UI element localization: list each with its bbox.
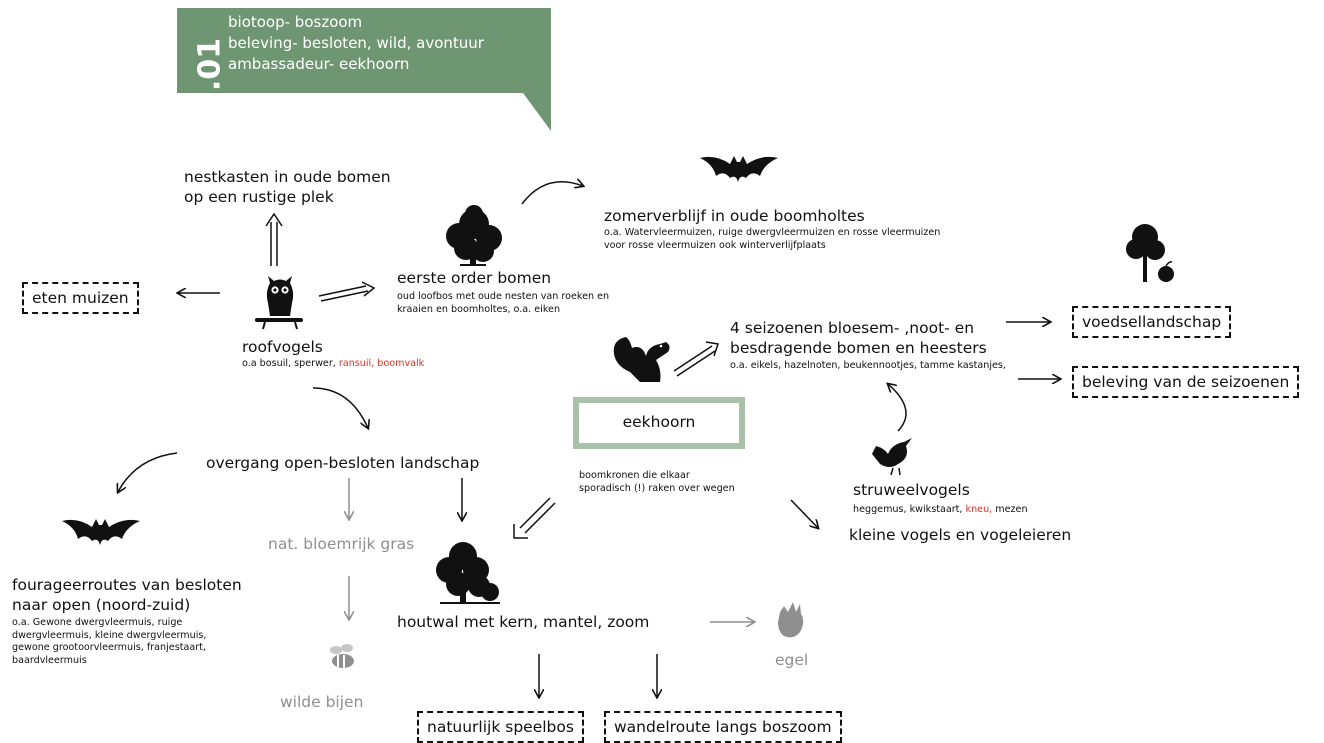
fourage-sub1: o.a. Gewone dwergvleermuis, ruige: [12, 617, 183, 628]
zomer-sub: o.a. Watervleermuizen, ruige dwergvleerm…: [604, 227, 940, 252]
seizoenen-line1: 4 seizoenen bloesem- ,noot- en: [730, 319, 975, 337]
squirrel-icon: [613, 337, 670, 382]
banner-number: .01: [192, 37, 228, 92]
struweelvogels-species-red: kneu,: [965, 504, 993, 515]
houtwal-tree-icon: [436, 542, 500, 604]
arrow-to-kleine-vogels: [790, 499, 818, 528]
fruit-tree-icon: [1126, 224, 1174, 282]
hedgehog-icon: [778, 602, 804, 638]
arrow-to-overgang: [312, 387, 368, 428]
zomer-sub2: voor rosse vleermuizen ook winterverlijf…: [604, 239, 826, 251]
arrowhead-houtwal: [513, 524, 528, 539]
fourage-sub4: baardvleermuis: [12, 654, 87, 666]
arrowhead-eerste-order: [361, 281, 376, 297]
roofvogels-species: o.a bosuil, sperwer, ransuil, boomvalk: [242, 358, 424, 371]
arrow-to-zomerverblijf: [521, 182, 583, 205]
nestkasten-line2: op een rustige plek: [184, 188, 334, 206]
struweelvogels-species-black: heggemus, kwikstaart,: [853, 504, 966, 515]
nestkasten-label: nestkasten in oude bomen op een rustige …: [184, 167, 391, 207]
tree-icon: [446, 205, 502, 266]
struweelvogels-title: struweelvogels: [853, 481, 970, 499]
egel-label: egel: [775, 651, 809, 669]
bird-icon: [872, 438, 912, 476]
zomer-title: zomerverblijf in oude boomholtes: [604, 207, 865, 225]
nestkasten-line1: nestkasten in oude bomen: [184, 168, 391, 186]
eerste-order-title: eerste order bomen: [397, 269, 552, 287]
eekhoorn-sub2: sporadisch (!) raken over wegen: [579, 482, 735, 494]
kleine-vogels-label: kleine vogels en vogeleieren: [849, 526, 1072, 544]
arrow-to-nestkasten: [270, 222, 278, 266]
banner-line-biotoop: biotoop- boszoom: [228, 13, 363, 31]
arrow-to-fourage: [118, 452, 178, 492]
eerste-order-sub: oud loofbos met oude nesten van roeken e…: [397, 291, 609, 316]
fourage-sub3: gewone grootoorvleermuis, franjestaart,: [12, 642, 206, 653]
eekhoorn-sub: boomkronen die elkaar sporadisch (!) rak…: [579, 470, 735, 495]
fourage-sub2: dwergvleermuis, kleine dwergvleermuis,: [12, 629, 207, 641]
owl-icon: [255, 276, 303, 330]
arrowhead-seizoenen: [705, 341, 719, 357]
eten-muizen-box: eten muizen: [22, 282, 139, 314]
roofvogels-title: roofvogels: [242, 338, 323, 356]
header-banner: [177, 8, 551, 93]
banner-line-ambassadeur: ambassadeur- eekhoorn: [228, 55, 410, 73]
arrow-bird-to-seizoenen: [888, 384, 907, 432]
arrowhead-nestkasten: [265, 212, 283, 227]
banner-line-beleving: beleving- besloten, wild, avontuur: [228, 34, 484, 52]
seizoenen-title: 4 seizoenen bloesem- ,noot- en besdragen…: [730, 318, 987, 358]
seizoenen-line2: besdragende bomen en heesters: [730, 339, 987, 357]
fourage-title: fourageerroutes van besloten naar open (…: [12, 575, 242, 615]
speelbos-box: natuurlijk speelbos: [417, 711, 584, 743]
bat-icon: [700, 156, 778, 182]
nat-gras-label: nat. bloemrijk gras: [268, 535, 415, 553]
bee-icon: [330, 644, 354, 668]
fourage-sub: o.a. Gewone dwergvleermuis, ruige dwergv…: [12, 617, 206, 667]
overgang-label: overgang open-besloten landschap: [206, 454, 480, 472]
wandelroute-box: wandelroute langs boszoom: [604, 711, 842, 743]
fourage-line1: fourageerroutes van besloten: [12, 576, 242, 594]
banner-notch: [523, 93, 551, 131]
arrow-to-eerste-order: [318, 285, 369, 302]
eerste-order-sub2: kraaien en boomholtes, o.a. eiken: [397, 303, 561, 315]
roofvogels-species-red: ransuil, boomvalk: [338, 358, 425, 369]
eekhoorn-sub1: boomkronen die elkaar: [579, 470, 690, 481]
struweelvogels-species: heggemus, kwikstaart, kneu, mezen: [853, 504, 1028, 517]
arrow-to-houtwal: [519, 497, 556, 534]
fourage-line2: naar open (noord-zuid): [12, 596, 191, 614]
seizoenen-sub: o.a. eikels, hazelnoten, beukennootjes, …: [730, 360, 1006, 371]
struweelvogels-species-suffix: mezen: [992, 504, 1028, 515]
bat-icon-left: [62, 519, 140, 545]
eekhoorn-box: eekhoorn: [573, 397, 745, 449]
houtwal-label: houtwal met kern, mantel, zoom: [397, 613, 650, 631]
eerste-order-sub1: oud loofbos met oude nesten van roeken e…: [397, 291, 610, 302]
banner-text: biotoop- boszoom beleving- besloten, wil…: [228, 12, 484, 75]
zomer-sub1: o.a. Watervleermuizen, ruige dwergvleerm…: [604, 227, 941, 238]
beleving-seizoenen-box: beleving van de seizoenen: [1072, 366, 1300, 398]
arrow-to-seizoenen: [673, 345, 716, 377]
roofvogels-species-black: o.a bosuil, sperwer,: [242, 358, 339, 369]
wilde-bijen-label: wilde bijen: [280, 693, 364, 711]
voedsellandschap-box: voedsellandschap: [1072, 306, 1232, 338]
